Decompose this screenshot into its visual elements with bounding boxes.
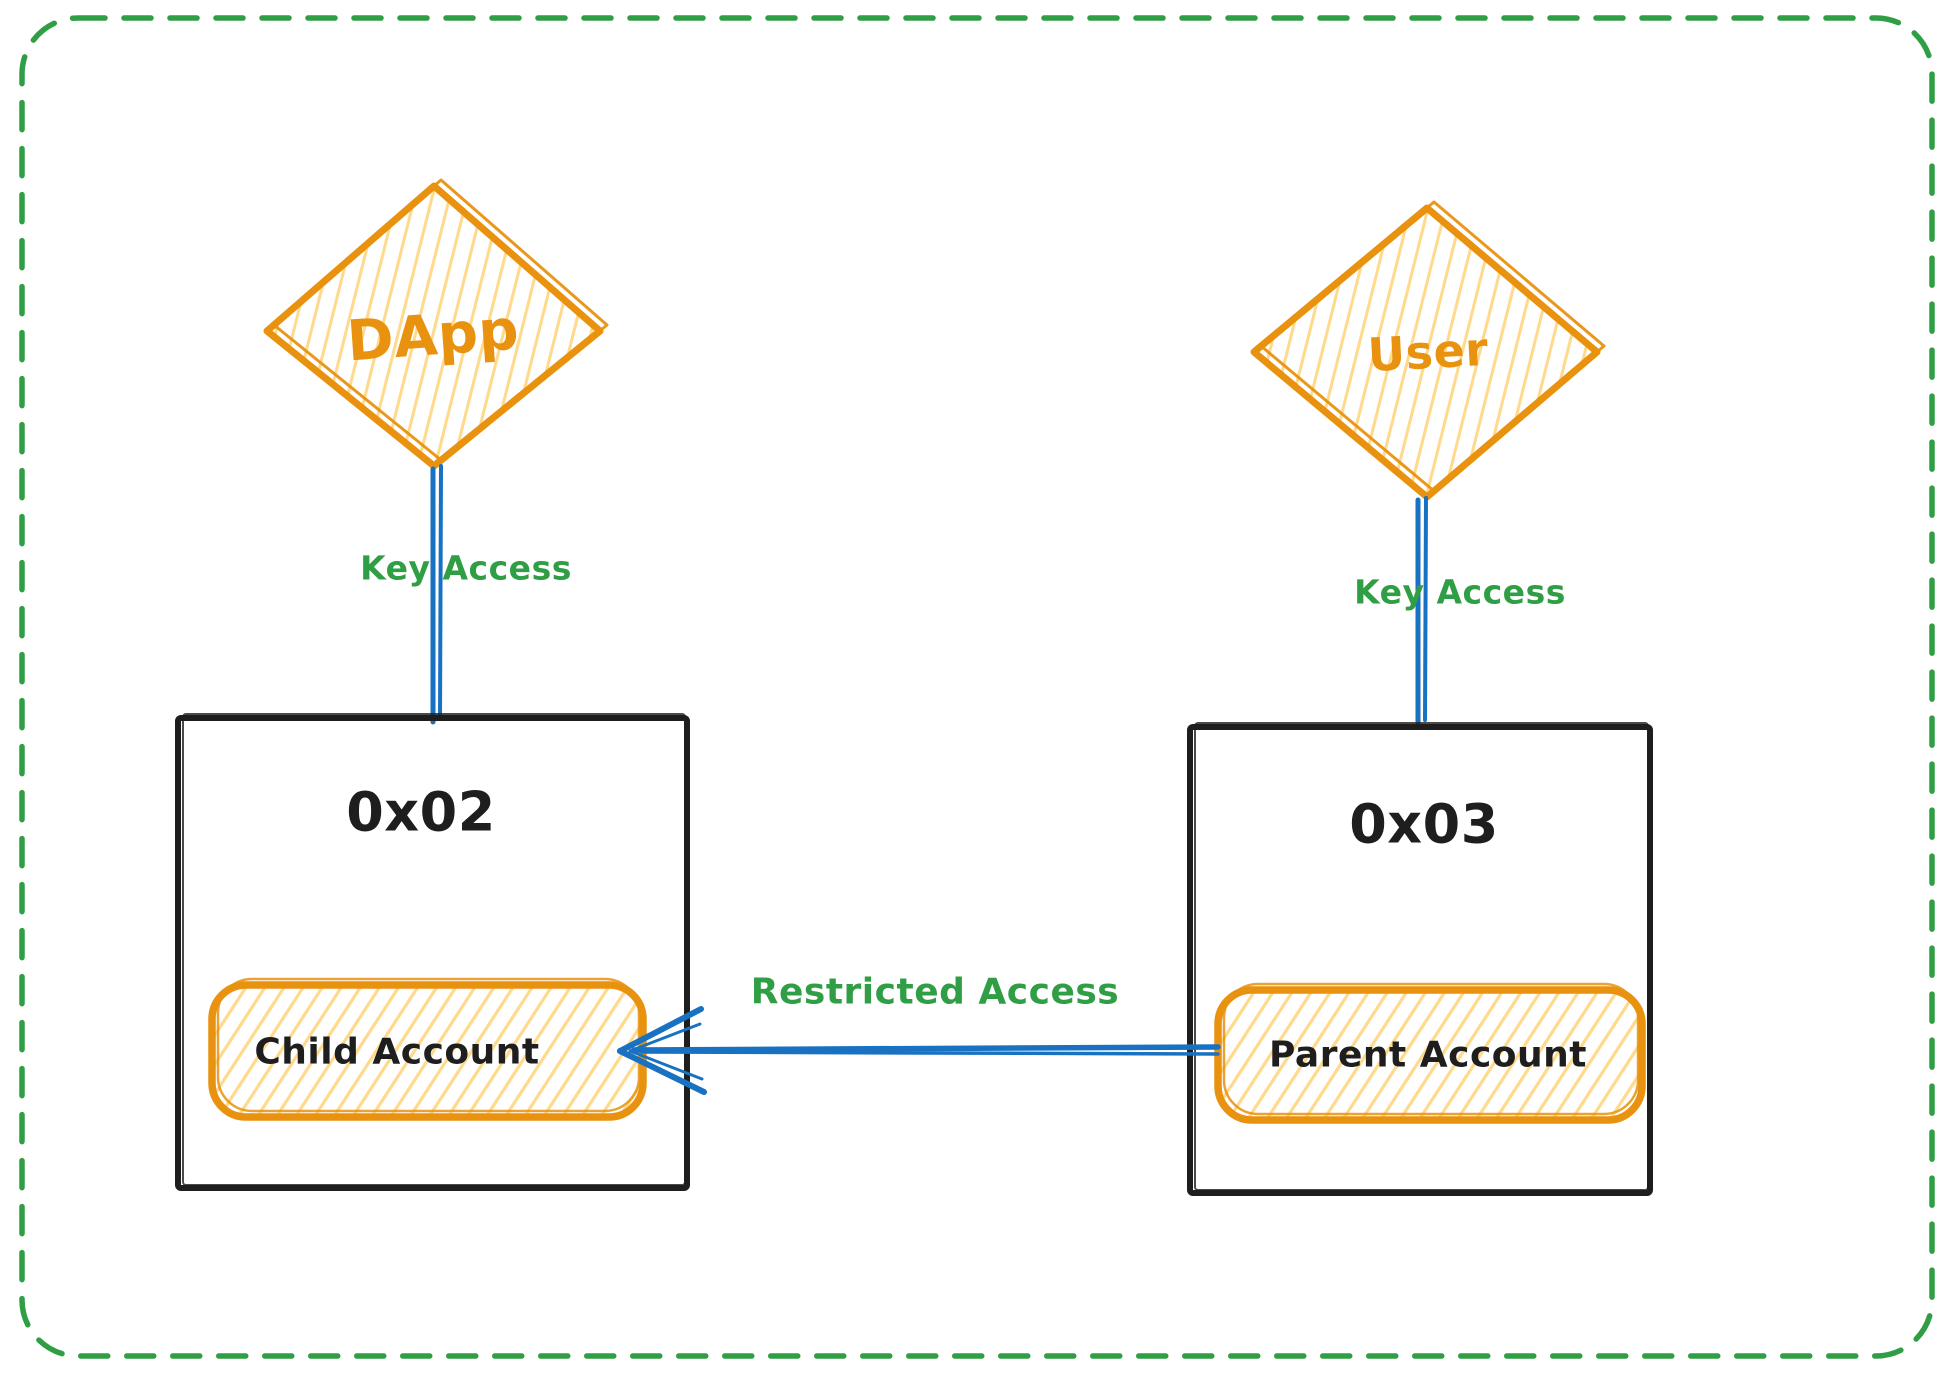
child-account-label: Child Account xyxy=(254,1031,540,1073)
left-box-label: 0x02 xyxy=(346,780,496,844)
right-box-shape xyxy=(1187,722,1653,1196)
key-access-right-label: Key Access xyxy=(1354,572,1566,612)
dapp-label: DApp xyxy=(344,297,522,375)
parent-account-label: Parent Account xyxy=(1269,1034,1587,1076)
dapp-diamond-shape xyxy=(263,178,609,470)
key-access-left-label: Key Access xyxy=(360,548,572,588)
user-key-access-connector xyxy=(1415,496,1428,726)
dashed-frame xyxy=(19,15,1935,1359)
right-box-label: 0x03 xyxy=(1349,792,1499,856)
user-label: User xyxy=(1366,321,1490,383)
dapp-key-access-connector xyxy=(430,464,443,725)
restricted-access-arrow xyxy=(617,1006,1221,1095)
restricted-access-label: Restricted Access xyxy=(750,971,1120,1013)
parent-account-shape xyxy=(1214,982,1646,1124)
left-box-shape xyxy=(175,713,690,1191)
